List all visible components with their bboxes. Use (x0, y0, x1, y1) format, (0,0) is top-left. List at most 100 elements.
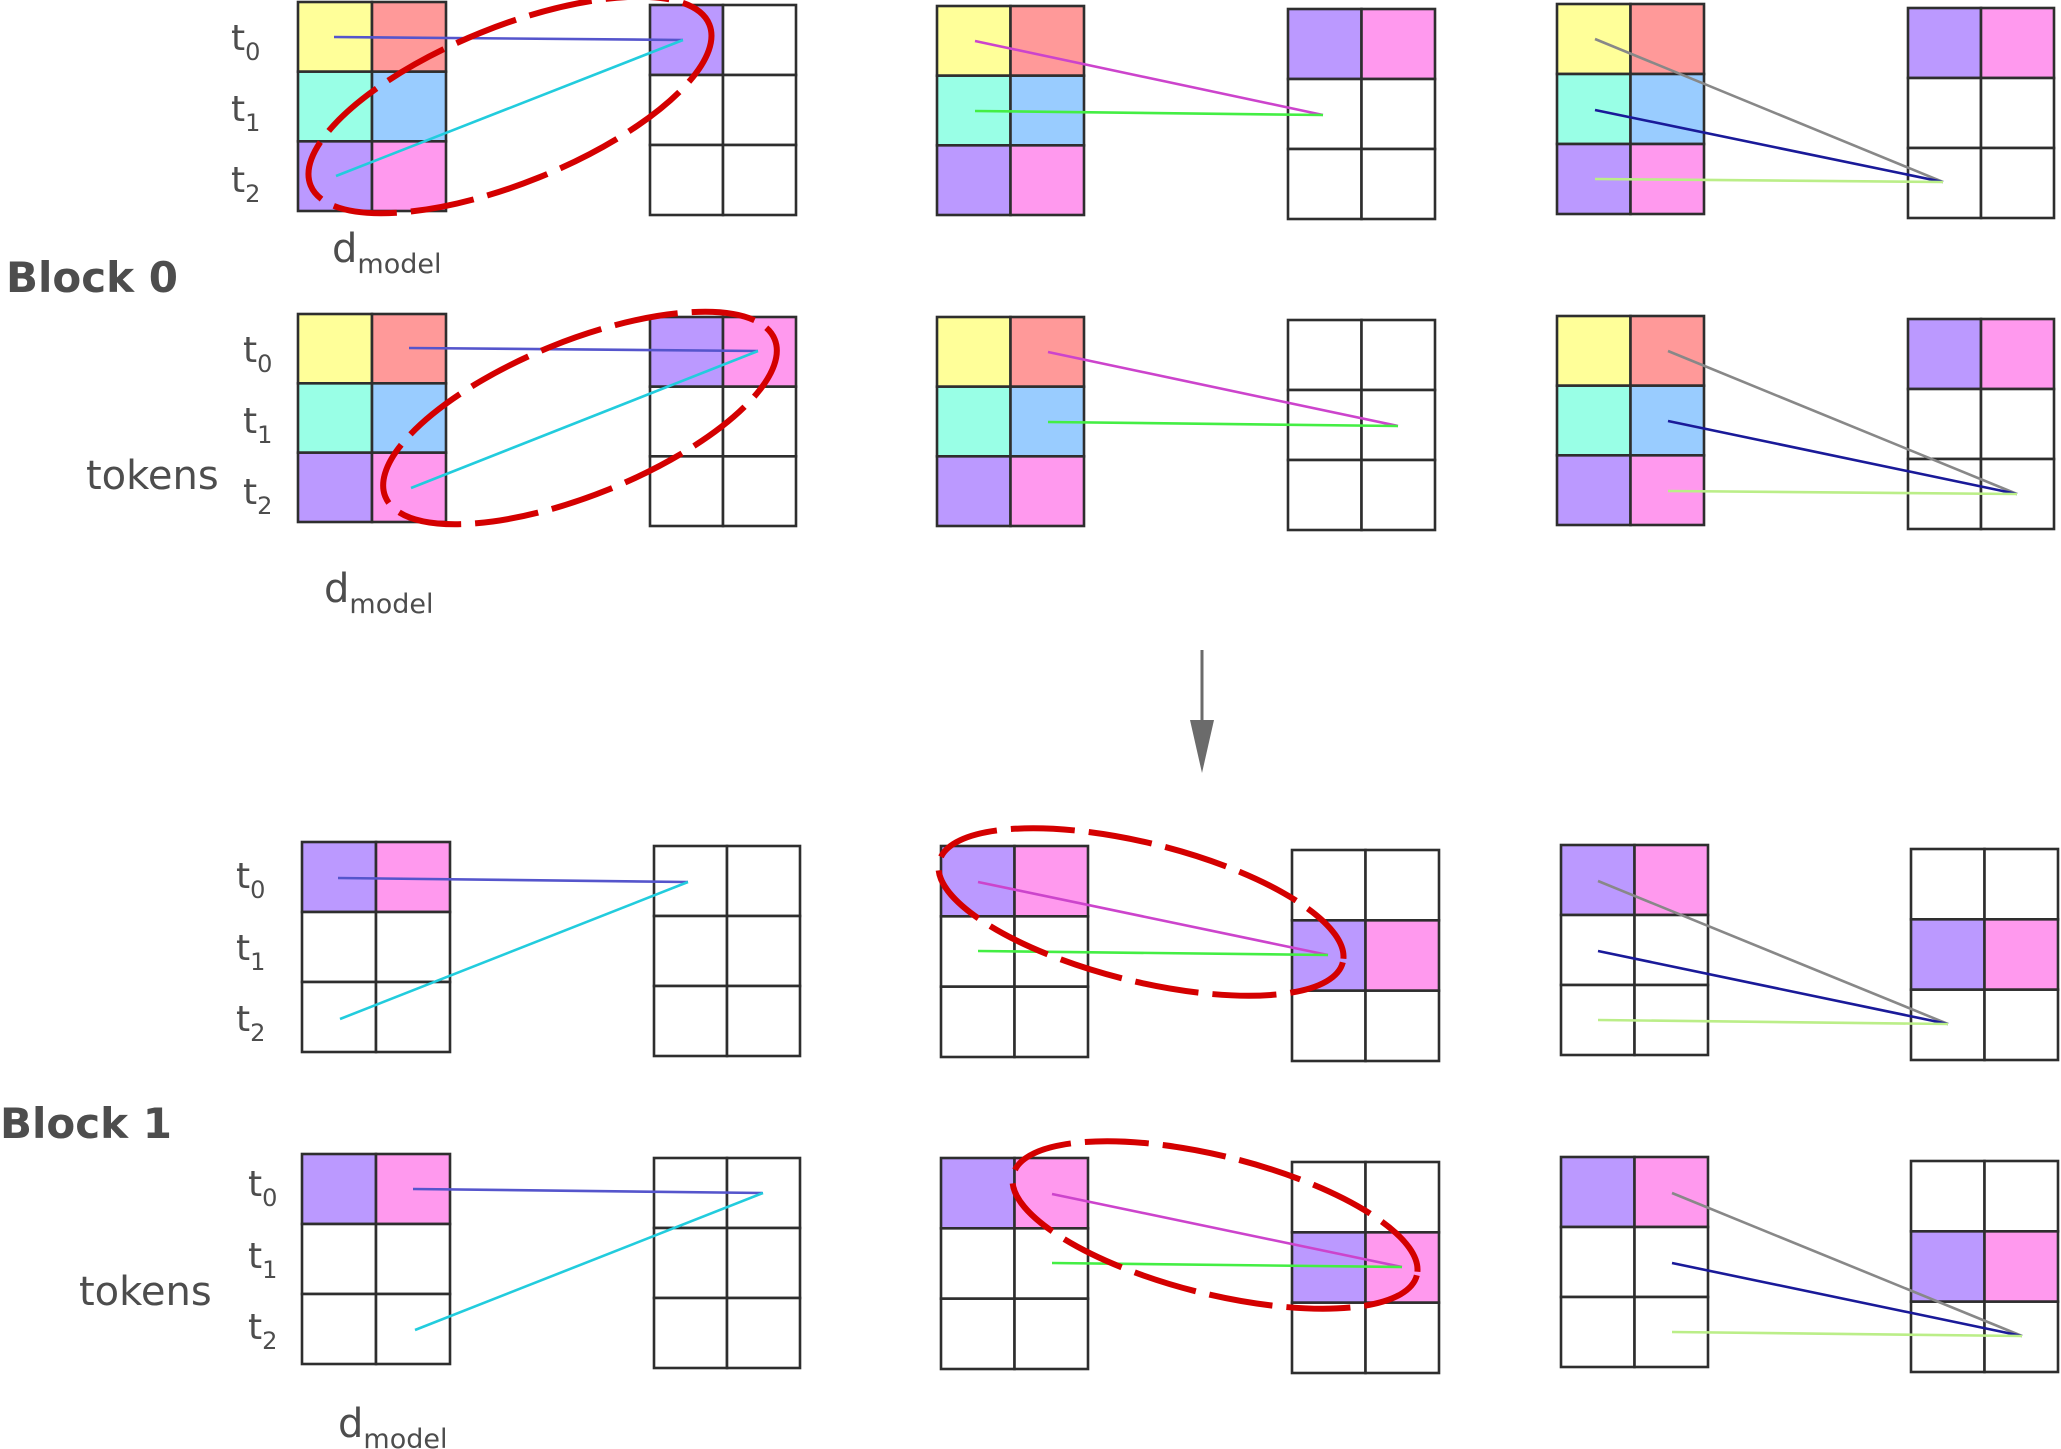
b0a-line-t0 (333, 35, 684, 42)
b0b-source-3-cell-r2c0 (1555, 454, 1632, 527)
b1b-dest-2 (1290, 1160, 1441, 1375)
b0a-line3-t0 (1594, 37, 1944, 184)
token-label-g0-t2: t2 (231, 160, 260, 208)
matrix-layer (296, 0, 2060, 1375)
b0a-dest-2-cell-r2c0 (1286, 147, 1363, 221)
b0b-dest-3-cell-r0c1 (1979, 317, 2056, 391)
b0b-dest-1-cell-r2c0 (648, 455, 725, 528)
b1a-line3-t1 (1597, 949, 1949, 1026)
b1a-source-2-cell-r2c1 (1013, 985, 1090, 1059)
dim-label-b1b: dmodel (338, 1401, 447, 1449)
b1b-line3-t1 (1671, 1261, 2023, 1338)
b1a-source-1-cell-r2c1 (374, 980, 452, 1054)
b0b-dest-3-cell-r1c1 (1979, 387, 2056, 461)
b0b-dest-2-cell-r0c1 (1360, 318, 1437, 392)
b0b-line3-t2 (1667, 489, 2018, 496)
b0a-source-3 (1555, 2, 1706, 216)
b0b-source-1-cell-r2c0 (296, 451, 374, 524)
b0b-source-1-cell-r0c0 (296, 312, 374, 385)
b1b-dest-1-cell-r1c1 (725, 1226, 802, 1300)
b0a-source-1-cell-r2c1 (370, 140, 448, 213)
b1a-dest-2-cell-r0c1 (1364, 848, 1441, 922)
b0b-dest-2 (1286, 318, 1437, 532)
block-0-title: Block 0 (6, 253, 178, 302)
b1a-dest-3-cell-r2c1 (1983, 988, 2060, 1062)
b1a-source-2-cell-r0c0 (939, 844, 1016, 918)
b1a-dest-2-cell-r0c0 (1290, 848, 1367, 922)
block-1-title: Block 1 (0, 1099, 172, 1148)
b0a-line2-t0 (974, 39, 1324, 117)
b0b-line-t0 (408, 346, 759, 353)
b1b-dest-3-cell-r2c0 (1909, 1300, 1986, 1374)
b1a-dest-2-cell-r1c1 (1364, 919, 1441, 992)
b1b-source-3-cell-r2c0 (1559, 1295, 1636, 1369)
token-label-g3-t1: t1 (248, 1236, 277, 1284)
b0b-source-3 (1555, 314, 1706, 527)
tokens-label-b0: tokens (86, 453, 219, 499)
b0b-dest-2-cell-r2c1 (1360, 458, 1437, 532)
b1a-dest-2-cell-r2c0 (1290, 989, 1367, 1063)
b0a-dest-1-cell-r0c1 (721, 3, 798, 77)
b1b-line3-t0 (1671, 1191, 2023, 1338)
b1a-source-3 (1559, 843, 1710, 1057)
b0a-line3-t1 (1594, 108, 1944, 184)
b1b-source-1-cell-r1c0 (300, 1222, 378, 1296)
b1b-source-3 (1559, 1155, 1710, 1369)
b1b-source-2-cell-r2c0 (939, 1297, 1016, 1371)
b1b-dest-2-cell-r2c1 (1364, 1301, 1441, 1375)
b0b-source-3-cell-r0c1 (1629, 314, 1706, 387)
b1b-source-1-cell-r2c1 (374, 1292, 452, 1366)
b0a-dest-1-cell-r2c1 (721, 143, 798, 217)
b1a-source-3-cell-r0c0 (1559, 843, 1636, 917)
b0a-dest-3 (1906, 6, 2056, 220)
b1a-source-3-cell-r1c1 (1633, 913, 1710, 987)
b1a-source-1-cell-r1c0 (300, 910, 378, 984)
b1a-line-t2 (339, 880, 689, 1021)
b1a-dest-2 (1290, 848, 1441, 1063)
token-label-g2-t2: t2 (236, 999, 265, 1047)
b1b-line-t0 (412, 1187, 764, 1195)
b0a-source-1-cell-r1c0 (296, 70, 374, 143)
b1a-source-1-cell-r2c0 (300, 980, 378, 1054)
b1a-line3-t2 (1597, 1018, 1949, 1026)
b1a-dest-1-cell-r1c1 (725, 914, 802, 988)
b0b-source-2-cell-r0c1 (1009, 315, 1086, 388)
b0a-dest-3-cell-r0c0 (1906, 6, 1983, 80)
b0b-source-3-cell-r0c0 (1555, 314, 1632, 387)
b1b-highlight (1009, 1138, 1421, 1312)
b0a-line3-t2 (1594, 177, 1944, 184)
b1b-source-3-cell-r0c1 (1633, 1155, 1710, 1229)
b1a-dest-1-cell-r2c0 (652, 984, 729, 1058)
b1b-source-3-cell-r0c0 (1559, 1155, 1636, 1229)
b1a-dest-1 (652, 844, 802, 1058)
b0a-source-2-cell-r0c0 (935, 4, 1012, 77)
b0b-source-3-cell-r1c1 (1629, 384, 1706, 457)
b1a-line2-t0 (977, 880, 1329, 957)
b0b-source-1-cell-r1c1 (370, 382, 448, 454)
b0b-dest-1-cell-r2c1 (721, 455, 798, 528)
b0b-source-2-cell-r2c0 (935, 455, 1012, 528)
b1b-source-2-cell-r1c0 (939, 1227, 1016, 1300)
b1b-source-3-cell-r1c1 (1633, 1225, 1710, 1299)
b1b-dest-3-cell-r1c0 (1909, 1230, 1986, 1303)
b1b-dest-3-cell-r0c1 (1983, 1159, 2060, 1233)
dim-label-b0b: dmodel (324, 566, 433, 620)
token-label-g2-t1: t1 (236, 928, 265, 976)
b1a-source-1-cell-r1c1 (374, 910, 452, 984)
b1a-highlight (935, 825, 1347, 999)
b1a-line-t0 (337, 876, 689, 884)
b0a-source-3-cell-r0c0 (1555, 2, 1632, 76)
b0b-source-2-cell-r1c0 (935, 385, 1012, 458)
connection-layer (333, 35, 2023, 1338)
b0b-dest-1-cell-r1c1 (721, 385, 798, 458)
b0b-line2-t0 (1047, 350, 1399, 428)
b0b-line2-t1 (1047, 420, 1399, 428)
b0b-highlight (380, 308, 780, 528)
b1a-source-3-cell-r0c1 (1633, 843, 1710, 917)
b1b-source-2-cell-r0c1 (1013, 1156, 1090, 1230)
b0b-source-1-cell-r1c0 (296, 382, 374, 454)
b1b-source-1-cell-r0c0 (300, 1152, 378, 1226)
b0a-line-t2 (335, 38, 684, 178)
b1a-dest-1-cell-r1c0 (652, 914, 729, 988)
